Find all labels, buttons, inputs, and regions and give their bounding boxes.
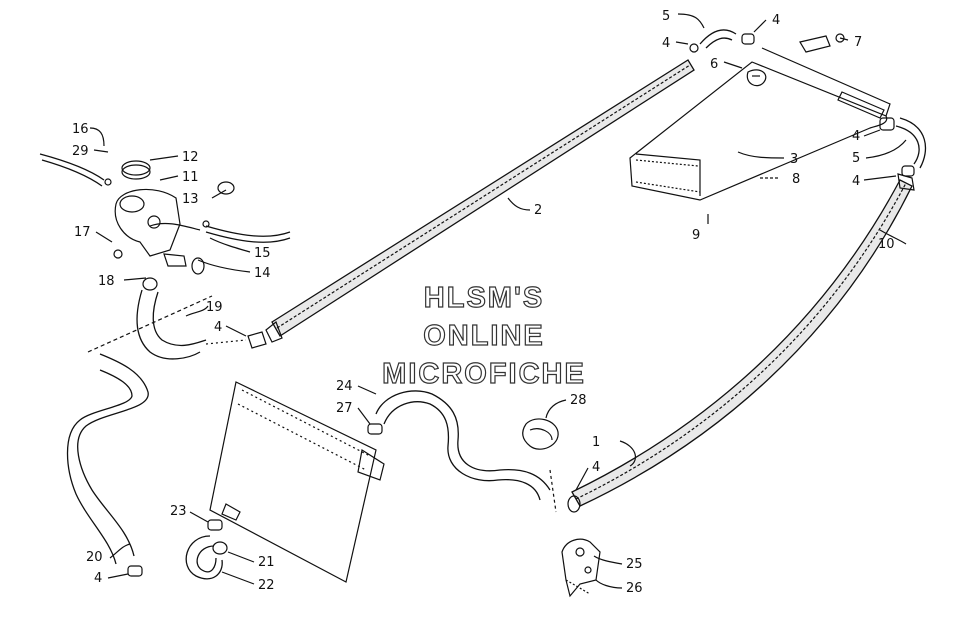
callout-4-d: 4 bbox=[852, 174, 860, 189]
callout-12: 12 bbox=[182, 150, 199, 165]
callout-5-b: 5 bbox=[852, 151, 860, 166]
callout-18: 18 bbox=[98, 274, 115, 289]
radiator-core bbox=[209, 381, 385, 583]
callout-4-a: 4 bbox=[662, 36, 670, 51]
hose-19-20 bbox=[66, 277, 267, 577]
lower-coolant-rail bbox=[571, 173, 915, 507]
mounting-bracket bbox=[561, 538, 601, 598]
callout-21: 21 bbox=[258, 555, 275, 570]
callout-4-f: 4 bbox=[94, 571, 102, 586]
callout-4-g: 4 bbox=[592, 460, 600, 475]
leader-lines bbox=[89, 13, 907, 589]
callout-22: 22 bbox=[258, 578, 275, 593]
callout-1: 1 bbox=[592, 435, 600, 450]
callout-9: 9 bbox=[692, 228, 700, 243]
upper-coolant-rail bbox=[265, 59, 695, 343]
callout-2: 2 bbox=[534, 203, 542, 218]
hose-21-22-23 bbox=[185, 519, 228, 580]
callout-6: 6 bbox=[710, 57, 718, 72]
callout-16: 16 bbox=[72, 122, 89, 137]
callout-labels: 1 2 3 4 4 4 4 4 4 4 5 5 6 7 8 9 10 11 12… bbox=[72, 9, 895, 596]
callout-4-c: 4 bbox=[852, 129, 860, 144]
callout-4-e: 4 bbox=[214, 320, 222, 335]
callout-8: 8 bbox=[792, 172, 800, 187]
callout-7: 7 bbox=[854, 35, 862, 50]
callout-29: 29 bbox=[72, 144, 89, 159]
watermark: HLSM'S ONLINE MICROFICHE bbox=[382, 281, 586, 390]
callout-20: 20 bbox=[86, 550, 103, 565]
watermark-line-3: MICROFICHE bbox=[382, 358, 586, 390]
top-right-hoses bbox=[689, 29, 927, 177]
callout-13: 13 bbox=[182, 192, 199, 207]
watermark-line-1: HLSM'S bbox=[424, 282, 544, 314]
hose-24-27-28 bbox=[367, 390, 581, 513]
callout-17: 17 bbox=[74, 225, 91, 240]
watermark-line-2: ONLINE bbox=[423, 320, 545, 352]
callout-10: 10 bbox=[878, 237, 895, 252]
callout-19: 19 bbox=[206, 300, 223, 315]
heat-exchanger-panel bbox=[629, 47, 891, 201]
callout-26: 26 bbox=[626, 581, 643, 596]
callout-4-b: 4 bbox=[772, 13, 780, 28]
callout-24: 24 bbox=[336, 379, 353, 394]
callout-3: 3 bbox=[790, 152, 798, 167]
callout-15: 15 bbox=[254, 246, 271, 261]
callout-28: 28 bbox=[570, 393, 587, 408]
callout-25: 25 bbox=[626, 557, 643, 572]
expansion-tank-assembly bbox=[39, 153, 291, 275]
callout-23: 23 bbox=[170, 504, 187, 519]
callout-14: 14 bbox=[254, 266, 271, 281]
callout-5-a: 5 bbox=[662, 9, 670, 24]
callout-11: 11 bbox=[182, 170, 199, 185]
callout-25-27: 27 bbox=[336, 401, 353, 416]
